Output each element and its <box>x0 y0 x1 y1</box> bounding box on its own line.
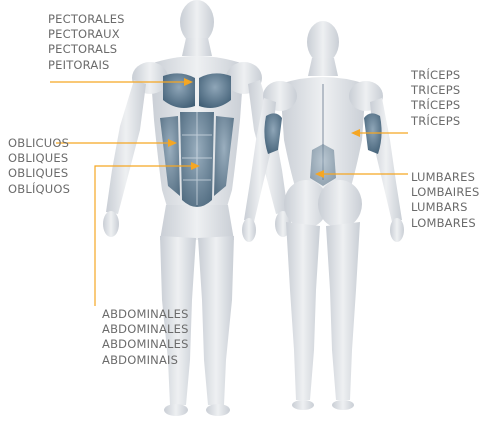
abdominals-label-fr: ABDOMINALES <box>102 322 189 337</box>
triceps-label-es: TRÍCEPS <box>411 68 460 83</box>
front-right-leg <box>198 236 234 405</box>
front-neck <box>182 38 212 56</box>
lumbars-label-en: LUMBARS <box>411 200 479 215</box>
back-right-foot <box>332 400 354 410</box>
triceps-label-en: TRÍCEPS <box>411 98 460 113</box>
pectorals-label: PECTORALES PECTORAUX PECTORALS PEITORAIS <box>48 12 125 73</box>
back-left-hand <box>242 218 256 242</box>
triceps-label: TRÍCEPS TRICEPS TRÍCEPS TRÍCEPS <box>411 68 460 129</box>
right-glute <box>318 180 362 228</box>
front-right-foot <box>206 404 230 416</box>
pectorals-label-pt: PEITORAIS <box>48 58 125 73</box>
pectoral-right-muscle <box>199 73 231 108</box>
obliques-label-es: OBLICUOS <box>8 136 70 151</box>
back-left-leg <box>286 222 320 400</box>
back-right-leg <box>326 222 360 400</box>
abdominals-label-en: ABDOMINALES <box>102 337 189 352</box>
lumbars-label-es: LUMBARES <box>411 170 479 185</box>
front-left-foot <box>164 404 188 416</box>
lumbars-label: LUMBARES LOMBAIRES LUMBARS LOMBARES <box>411 170 479 231</box>
obliques-label-en: OBLIQUES <box>8 166 70 181</box>
triceps-label-pt: TRÍCEPS <box>411 114 460 129</box>
front-hips <box>160 205 234 240</box>
back-right-hand <box>390 218 404 242</box>
back-head <box>307 21 339 63</box>
abdominals-label-es: ABDOMINALES <box>102 307 189 322</box>
pectorals-label-es: PECTORALES <box>48 12 125 27</box>
back-figure <box>242 21 404 410</box>
abdominals-label-pt: ABDOMINAIS <box>102 353 189 368</box>
lumbars-label-pt: LOMBARES <box>411 216 479 231</box>
back-neck <box>308 58 338 76</box>
obliques-label: OBLICUOS OBLIQUES OBLIQUES OBLÍQUOS <box>8 136 70 197</box>
front-head <box>180 0 214 44</box>
abdominals-label: ABDOMINALES ABDOMINALES ABDOMINALES ABDO… <box>102 307 189 368</box>
triceps-right-muscle <box>364 113 382 154</box>
pectorals-label-en: PECTORALS <box>48 42 125 57</box>
lumbar-muscle <box>310 144 336 186</box>
front-left-arm <box>106 80 146 214</box>
lumbars-label-fr: LOMBAIRES <box>411 185 479 200</box>
pectoral-left-muscle <box>163 73 195 108</box>
pectorals-label-fr: PECTORAUX <box>48 27 125 42</box>
obliques-label-pt: OBLÍQUOS <box>8 182 70 197</box>
back-left-foot <box>292 400 314 410</box>
triceps-left-muscle <box>264 113 282 154</box>
obliques-label-fr: OBLIQUES <box>8 151 70 166</box>
triceps-label-fr: TRICEPS <box>411 83 460 98</box>
front-left-hand <box>103 211 119 237</box>
